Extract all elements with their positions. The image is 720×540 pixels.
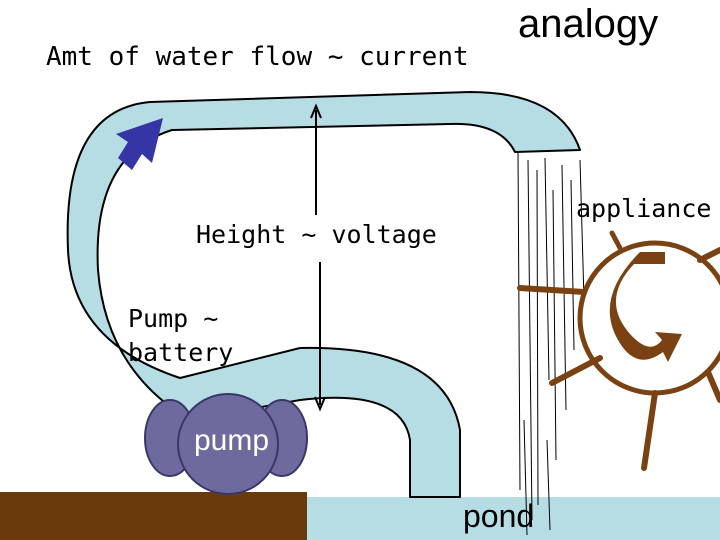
- current-label: Amt of water flow ~ current: [46, 42, 469, 72]
- pond-label: pond: [463, 498, 535, 534]
- pond: [307, 497, 720, 540]
- appliance-label: appliance: [576, 194, 712, 223]
- ground: [0, 492, 307, 540]
- arrow-up-right-icon: [116, 118, 163, 170]
- pump-icon: [144, 393, 308, 495]
- pump-battery-label-line2: battery: [128, 338, 234, 367]
- water-wheel: [517, 230, 720, 471]
- pump-label: pump: [194, 424, 270, 457]
- voltage-label: Height ~ voltage: [196, 220, 437, 249]
- water-pipe: [66, 91, 581, 498]
- height-arrow: [310, 103, 326, 412]
- rotation-arrow-icon: [609, 252, 682, 362]
- pump-battery-label-line1: Pump ~: [128, 304, 219, 333]
- falling-water: [517, 151, 585, 536]
- page-title: analogy: [518, 2, 659, 46]
